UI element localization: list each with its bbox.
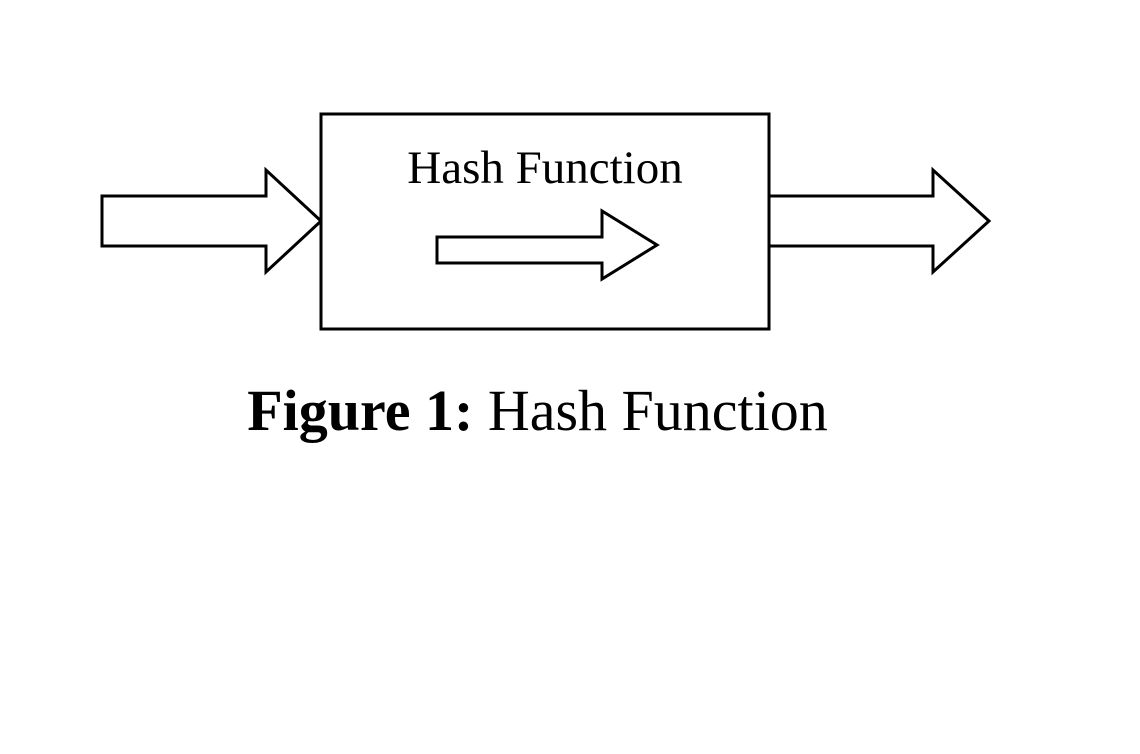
figure-caption: Figure 1: Hash Function [0, 377, 1075, 445]
box-label: Hash Function [407, 142, 683, 194]
caption-label: Figure 1: [247, 378, 474, 443]
output-arrow [767, 166, 992, 276]
input-arrow [100, 166, 324, 276]
inner-arrow [435, 208, 660, 282]
caption-text: Hash Function [487, 378, 828, 443]
hash-function-box [319, 112, 771, 331]
